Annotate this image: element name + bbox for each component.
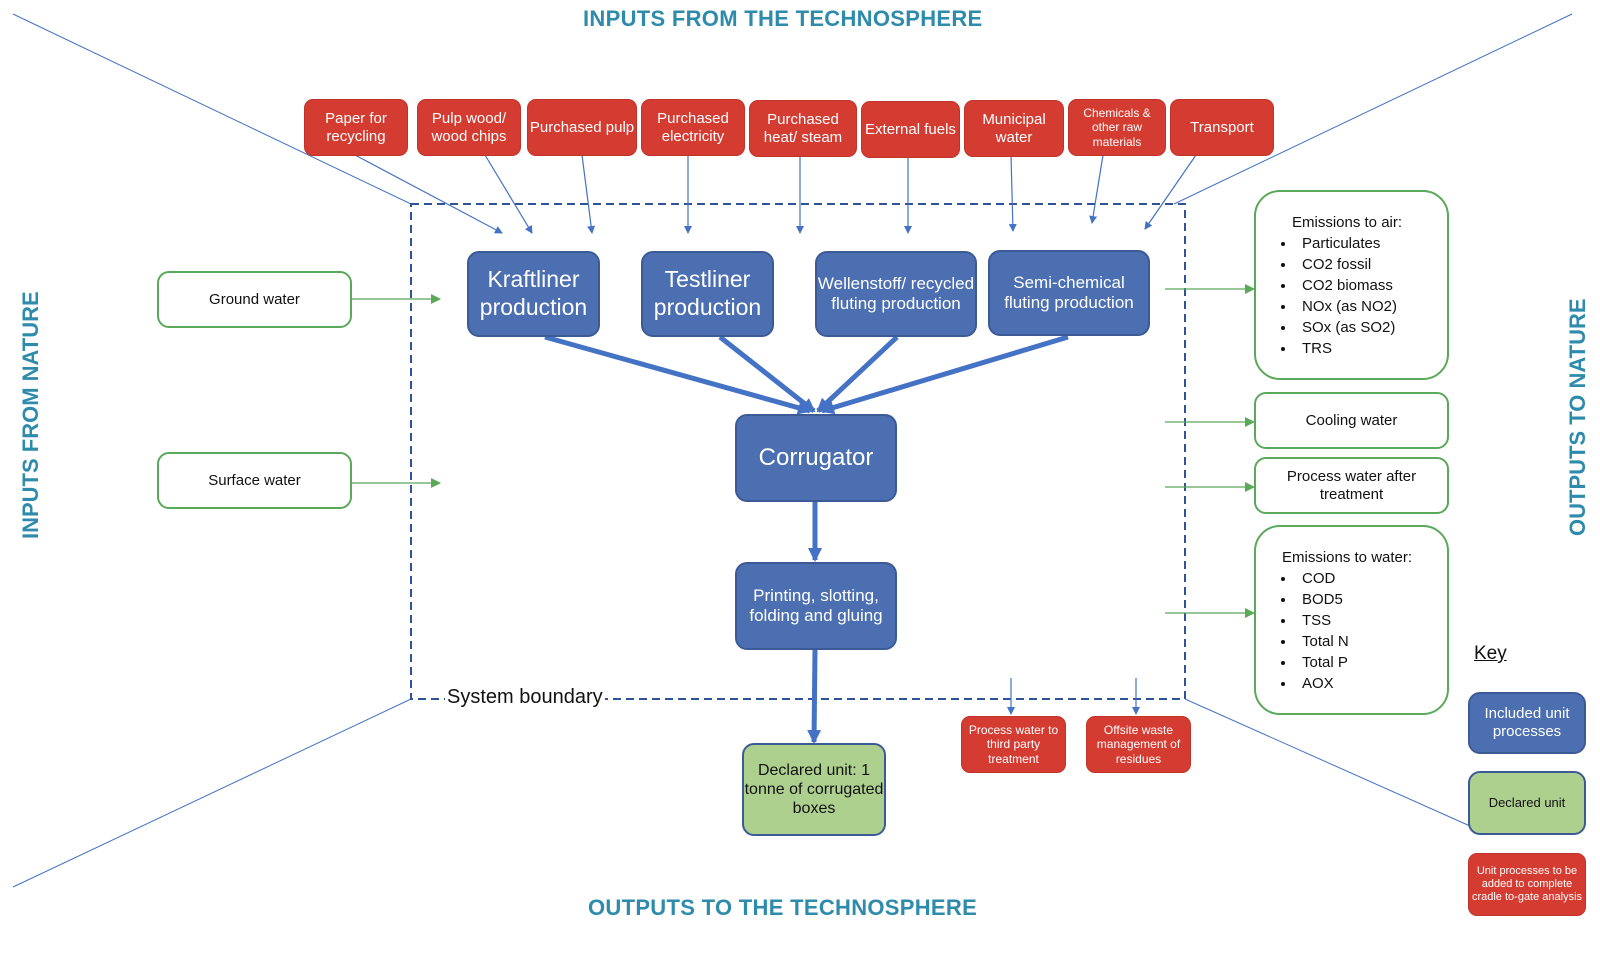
process-semichemical: Semi-chemical fluting production	[988, 250, 1150, 336]
arrow-kraftliner-corrugator	[544, 334, 812, 415]
input-municipal-water: Municipal water	[964, 100, 1064, 157]
list-item: CO2 fossil	[1296, 254, 1447, 275]
output-emissions-air: Emissions to air: Particulates CO2 fossi…	[1254, 190, 1449, 380]
arrow-municipal	[1008, 154, 1017, 232]
list-item: TSS	[1296, 610, 1447, 631]
list-item: NOx (as NO2)	[1296, 296, 1447, 317]
output-process-water-third-party: Process water to third party treatment	[961, 716, 1066, 773]
key-unit-processes-to-add: Unit processes to be added to complete c…	[1468, 853, 1586, 916]
arrow-printing-declared	[807, 649, 822, 744]
input-purchased-pulp: Purchased pulp	[527, 99, 637, 156]
technosphere-input-arrows	[354, 154, 1197, 234]
input-surface-water: Surface water	[157, 452, 352, 509]
list-item: SOx (as SO2)	[1296, 317, 1447, 338]
arrow-purchased-pulp	[581, 154, 596, 234]
perspective-line-tl	[12, 13, 412, 205]
process-corrugator: Corrugator	[735, 414, 897, 502]
arrow-transport	[1144, 154, 1197, 230]
key-declared-unit: Declared unit	[1468, 771, 1586, 835]
heading-outputs-nature: OUTPUTS TO NATURE	[1565, 298, 1590, 536]
perspective-line-tr	[1173, 13, 1573, 205]
heading-inputs-nature: INPUTS FROM NATURE	[18, 291, 43, 539]
output-emissions-water: Emissions to water: COD BOD5 TSS Total N…	[1254, 525, 1449, 715]
nature-flow-arrows	[352, 284, 1255, 618]
input-chemicals: Chemicals & other raw materials	[1068, 99, 1166, 156]
input-purchased-heat: Purchased heat/ steam	[749, 100, 857, 157]
list-item: CO2 biomass	[1296, 275, 1447, 296]
output-process-water-after-treatment: Process water after treatment	[1254, 457, 1449, 514]
emissions-water-title: Emissions to water:	[1282, 549, 1413, 566]
output-offsite-waste: Offsite waste management of residues	[1086, 716, 1191, 773]
input-paper-for-recycling: Paper for recycling	[304, 99, 408, 156]
process-kraftliner: Kraftliner production	[467, 251, 600, 337]
input-transport: Transport	[1170, 99, 1274, 156]
arrow-semichemical-corrugator	[820, 334, 1069, 415]
arrow-paper	[354, 154, 503, 234]
heading-inputs-technosphere: INPUTS FROM THE TECHNOSPHERE	[583, 6, 983, 31]
declared-unit: Declared unit: 1 tonne of corrugated box…	[742, 743, 886, 836]
perspective-line-br	[1184, 698, 1471, 827]
input-purchased-electricity: Purchased electricity	[641, 99, 745, 156]
arrow-testliner-corrugator	[718, 335, 816, 413]
system-boundary-label: System boundary	[445, 686, 605, 709]
list-item: AOX	[1296, 673, 1447, 694]
system-boundary	[410, 203, 1186, 700]
process-testliner: Testliner production	[641, 251, 774, 337]
input-ground-water: Ground water	[157, 271, 352, 328]
list-item: Total N	[1296, 631, 1447, 652]
list-item: BOD5	[1296, 589, 1447, 610]
perspective-line-bl	[12, 698, 412, 888]
emissions-water-list: COD BOD5 TSS Total N Total P AOX	[1256, 568, 1447, 694]
perspective-lines	[12, 13, 1573, 888]
key-included-unit-processes: Included unit processes	[1468, 692, 1586, 754]
input-external-fuels: External fuels	[861, 101, 960, 158]
list-item: Particulates	[1296, 233, 1447, 254]
arrow-pulpwood	[484, 154, 533, 234]
process-flow-arrows	[544, 334, 1069, 744]
arrow-wellenstoff-corrugator	[816, 335, 899, 413]
input-pulp-wood: Pulp wood/ wood chips	[417, 99, 521, 156]
process-printing: Printing, slotting, folding and gluing	[735, 562, 897, 650]
emissions-air-title: Emissions to air:	[1292, 214, 1403, 231]
emissions-air-list: Particulates CO2 fossil CO2 biomass NOx …	[1256, 233, 1447, 359]
list-item: Total P	[1296, 652, 1447, 673]
arrow-chemicals	[1089, 154, 1104, 224]
list-item: TRS	[1296, 338, 1447, 359]
list-item: COD	[1296, 568, 1447, 589]
output-cooling-water: Cooling water	[1254, 392, 1449, 449]
key-title: Key	[1474, 643, 1507, 664]
process-wellenstoff: Wellenstoff/ recycled fluting production	[815, 251, 977, 337]
heading-outputs-technosphere: OUTPUTS TO THE TECHNOSPHERE	[588, 895, 978, 920]
